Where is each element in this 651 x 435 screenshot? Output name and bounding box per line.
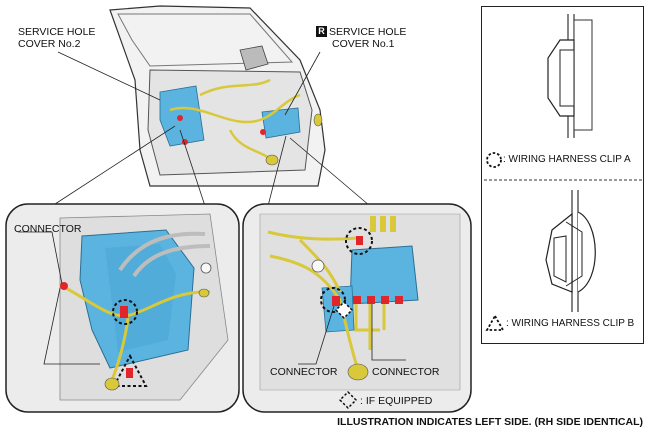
bolt-hole-left: [200, 262, 212, 274]
if-equipped-marker: [334, 300, 354, 320]
label-service-hole-cover-1-line2: COVER No.1: [332, 38, 395, 50]
clip-b-legend-icon: [485, 314, 505, 331]
door-overview: [109, 5, 326, 187]
label-service-hole-cover-2: SERVICE HOLE COVER No.2: [18, 26, 95, 50]
clip-a-illustration: [547, 14, 593, 138]
connector-left-zoom: [60, 282, 68, 290]
label-service-hole-cover-2-line2: COVER No.2: [18, 38, 81, 50]
if-equipped-legend-icon: [338, 390, 358, 410]
connector-overview-3: [260, 129, 266, 135]
footer-note: ILLUSTRATION INDICATES LEFT SIDE. (RH SI…: [337, 416, 643, 428]
side-panel-drawings: [484, 14, 642, 331]
label-service-hole-cover-2-line1: SERVICE HOLE: [18, 26, 96, 38]
connector-red-bottom: [126, 368, 133, 378]
grommet-right: [347, 363, 369, 381]
label-if-equipped: : IF EQUIPPED: [360, 395, 433, 407]
speaker-mount: [265, 154, 279, 166]
service-hole-cover-1: [261, 107, 301, 139]
right-inset: [242, 203, 472, 413]
label-connector-bottom-left: CONNECTOR: [270, 366, 338, 378]
legend-clip-a: : WIRING HARNESS CLIP A: [503, 154, 631, 165]
legend-clip-b: : WIRING HARNESS CLIP B: [506, 318, 635, 329]
connector-red-right-1: [353, 296, 361, 304]
label-connector-left: CONNECTOR: [14, 223, 82, 235]
clip-legend-panel: [481, 6, 644, 344]
clip-a-marker-right-mid: [320, 287, 346, 313]
bolt-hole-right: [311, 259, 325, 273]
connector-red-right-4: [395, 296, 403, 304]
r-marker: R: [316, 26, 327, 37]
connector-red-left: [120, 306, 128, 318]
label-service-hole-cover-1-line1: SERVICE HOLE: [329, 26, 407, 38]
clip-b-illustration: [545, 190, 596, 312]
grommet-left: [104, 377, 120, 391]
left-inset: [5, 203, 240, 413]
clip-b-marker-left: [112, 353, 148, 387]
clip-a-marker-right-top: [345, 227, 373, 255]
bolt-left: [198, 288, 210, 298]
connector-red-right-top: [356, 236, 363, 245]
connector-red-right-mid: [332, 296, 340, 306]
side-clip: [313, 113, 323, 127]
clip-a-marker-left: [112, 299, 138, 325]
leader-lines: [51, 51, 371, 207]
connector-red-right-3: [381, 296, 389, 304]
connector-overview-1: [177, 115, 183, 121]
connector-red-right-2: [367, 296, 375, 304]
clip-a-legend-icon: [486, 152, 502, 168]
label-connector-bottom-right: CONNECTOR: [372, 366, 440, 378]
